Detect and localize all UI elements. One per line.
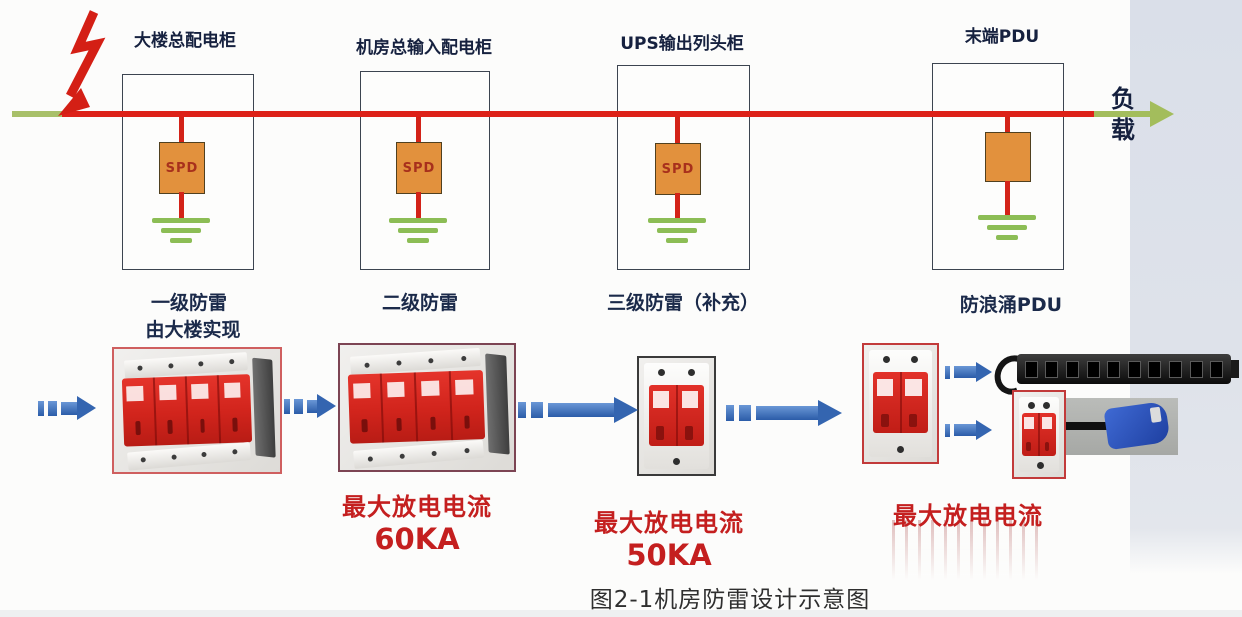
rating-3: 最大放电电流 xyxy=(883,496,1053,531)
spd-stem-bottom-2 xyxy=(416,192,421,218)
pdu-bar xyxy=(1017,354,1231,384)
spd-device-art-3 xyxy=(644,363,709,469)
spd-stem-top-3 xyxy=(675,117,680,143)
flow-arrow-5 xyxy=(945,362,992,382)
level-note-1: 由大楼实现 xyxy=(145,319,241,341)
lightning-bolt-icon xyxy=(58,10,106,116)
ground-icon-2c xyxy=(407,238,429,243)
plug-body xyxy=(1103,400,1171,451)
spd-stem-top-4 xyxy=(1005,117,1010,132)
plug-photo xyxy=(1060,398,1178,455)
cabinet-label-3: UPS输出列头柜 xyxy=(620,34,744,54)
rating-1: 最大放电电流 60KA xyxy=(332,487,502,556)
bus-red-line xyxy=(62,111,1094,117)
bottom-strip xyxy=(0,610,1242,617)
ground-icon-2 xyxy=(389,218,447,223)
ground-icon-1 xyxy=(152,218,210,223)
ground-icon-3c xyxy=(666,238,688,243)
load-arrowhead-icon xyxy=(1150,101,1174,127)
spd-device-photo-4 xyxy=(862,343,939,464)
spd-symbol-1: SPD xyxy=(159,142,205,194)
flow-arrow-1 xyxy=(38,396,96,420)
bus-green-left xyxy=(12,111,62,117)
rating-3-title: 最大放电电流 xyxy=(893,502,1043,530)
spd-stem-bottom-3 xyxy=(675,193,680,218)
spd-stem-bottom-1 xyxy=(179,192,184,218)
rating-3-reflection xyxy=(892,520,1040,588)
ground-icon-1b xyxy=(161,228,201,233)
ground-icon-1c xyxy=(170,238,192,243)
level-label-2: 二级防雷 xyxy=(381,292,458,314)
spd-device-art-1 xyxy=(118,352,276,471)
flow-arrow-2 xyxy=(284,394,336,418)
load-char-1: 负 xyxy=(1111,85,1135,113)
spd-device-art-5 xyxy=(1019,397,1059,472)
rating-2-value: 50KA xyxy=(626,538,712,572)
load-char-2: 载 xyxy=(1111,116,1135,144)
ground-icon-4 xyxy=(978,215,1036,220)
pdu-end-connector xyxy=(1231,360,1239,378)
level-label-1: 一级防雷 xyxy=(150,292,227,314)
level-label-4: 防浪涌PDU xyxy=(959,294,1063,316)
spd-stem-top-2 xyxy=(416,117,421,142)
figure-caption: 图2-1机房防雷设计示意图 xyxy=(589,587,871,613)
flow-arrow-6 xyxy=(945,420,992,440)
spd-stem-bottom-4 xyxy=(1005,181,1010,215)
spd-device-photo-2 xyxy=(338,343,516,472)
spd-device-art-2 xyxy=(344,347,510,469)
rating-1-value: 60KA xyxy=(374,522,460,556)
pdu-strip-photo xyxy=(988,349,1240,401)
bus-green-right xyxy=(1094,111,1152,117)
flow-arrow-4 xyxy=(726,400,842,426)
rating-1-title: 最大放电电流 xyxy=(342,493,492,521)
ground-icon-3 xyxy=(648,218,706,223)
background-band xyxy=(1130,0,1242,574)
load-label: 负 载 xyxy=(1106,84,1140,146)
ground-icon-4b xyxy=(987,225,1027,230)
spd-symbol-4 xyxy=(985,132,1031,182)
spd-device-photo-3 xyxy=(637,356,716,476)
rating-2-title: 最大放电电流 xyxy=(594,509,744,537)
spd-symbol-2: SPD xyxy=(396,142,442,194)
spd-device-photo-5 xyxy=(1012,390,1066,479)
spd-symbol-3: SPD xyxy=(655,143,701,195)
spd-device-art-4 xyxy=(869,350,932,457)
ground-icon-2b xyxy=(398,228,438,233)
spd-device-photo-1 xyxy=(112,347,282,474)
level-label-3: 三级防雷（补充） xyxy=(606,292,759,314)
rating-2: 最大放电电流 50KA xyxy=(584,503,754,572)
ground-icon-3b xyxy=(657,228,697,233)
plug-cable xyxy=(1060,422,1118,430)
spd-stem-top-1 xyxy=(179,117,184,142)
ground-icon-4c xyxy=(996,235,1018,240)
cabinet-label-2: 机房总输入配电柜 xyxy=(356,38,492,58)
cabinet-label-1: 大楼总配电柜 xyxy=(134,31,236,51)
cabinet-label-4: 末端PDU xyxy=(964,27,1040,47)
flow-arrow-3 xyxy=(518,397,638,423)
